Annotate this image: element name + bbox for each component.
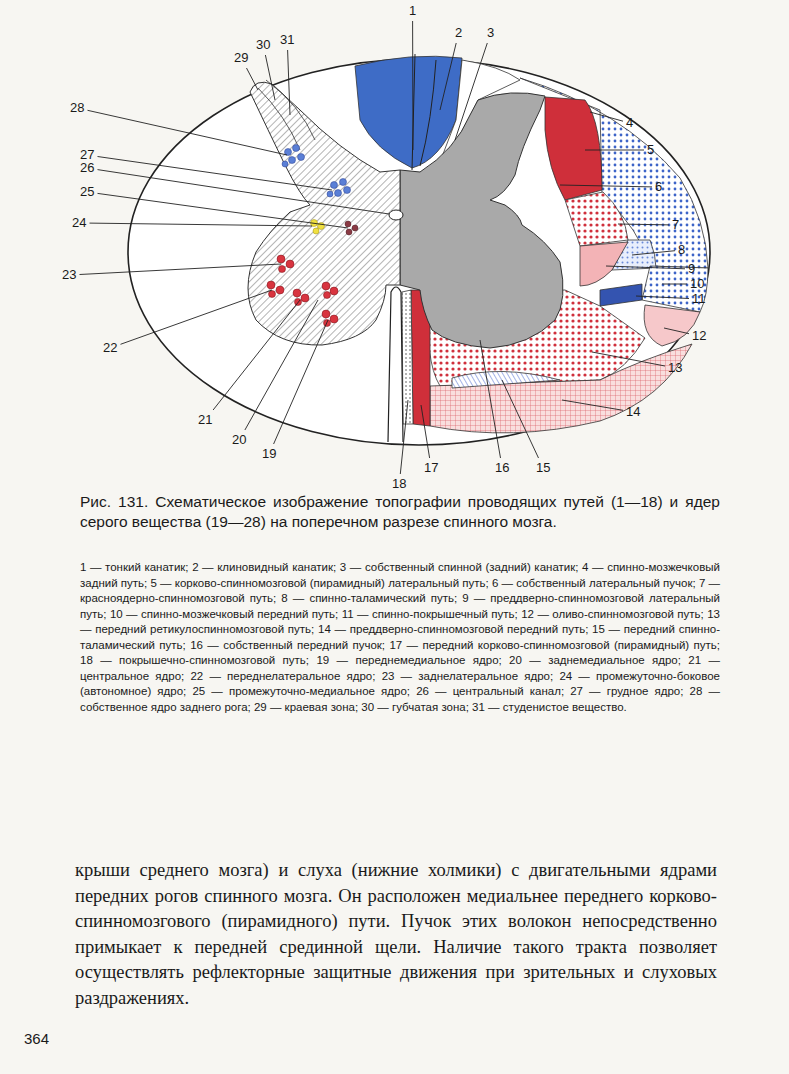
callout-number: 21 bbox=[198, 413, 212, 427]
leader-line bbox=[562, 400, 623, 410]
callout-number: 13 bbox=[668, 361, 682, 375]
key-entry: 11 — спинно-покрышечный путь; bbox=[342, 608, 518, 620]
key-entry: 14 — преддверно-спинномозговой передний … bbox=[318, 623, 588, 635]
key-entry: 23 — заднелатеральное ядро; bbox=[382, 670, 554, 682]
callout-number: 3 bbox=[487, 26, 494, 40]
key-entry: 20 — заднемедиальное ядро; bbox=[509, 654, 681, 666]
leader-line bbox=[636, 296, 689, 299]
leader-line bbox=[98, 157, 333, 191]
leader-line bbox=[412, 21, 413, 150]
key-entry: 17 — передний корково-спинномозговой (пи… bbox=[389, 639, 720, 651]
leader-line bbox=[560, 185, 652, 187]
callout-number: 2 bbox=[455, 26, 462, 40]
leader-line bbox=[664, 328, 689, 334]
callout-number: 10 bbox=[690, 277, 704, 291]
leader-line bbox=[502, 380, 539, 458]
leader-line bbox=[213, 300, 300, 410]
leader-line bbox=[592, 352, 665, 366]
leader-line bbox=[455, 43, 487, 140]
leader-line bbox=[632, 251, 675, 255]
callout-number: 26 bbox=[80, 161, 94, 175]
key-entry: 19 — переднемедиальное ядро; bbox=[316, 654, 501, 666]
leader-line bbox=[606, 266, 685, 269]
body-text: крыши среднего мозга) и слуха (нижние хо… bbox=[75, 858, 717, 1011]
callout-number: 20 bbox=[232, 433, 246, 447]
leader-line bbox=[121, 290, 273, 344]
callout-number: 5 bbox=[647, 143, 654, 157]
callout-number: 31 bbox=[280, 33, 294, 47]
leader-line bbox=[288, 50, 290, 115]
key-entry: 2 — клиновидный канатик; bbox=[192, 561, 336, 573]
key-entry: 8 — спинно-таламический путь; bbox=[281, 592, 457, 604]
callout-number: 9 bbox=[688, 262, 695, 276]
leader-line bbox=[88, 110, 288, 155]
leader-line bbox=[618, 224, 669, 226]
key-entry: 27 — грудное ядро; bbox=[570, 685, 683, 697]
callout-number: 29 bbox=[234, 51, 248, 65]
page-number: 364 bbox=[24, 1030, 49, 1047]
key-entry: 16 — собственный передний пучок; bbox=[190, 639, 385, 651]
callout-number: 6 bbox=[655, 180, 662, 194]
leader-line bbox=[585, 150, 644, 151]
callout-number: 1 bbox=[409, 4, 416, 18]
callout-number: 12 bbox=[692, 329, 706, 343]
leader-line bbox=[274, 320, 328, 444]
key-entry: 18 — покрышечно-спинномозговой путь; bbox=[80, 654, 309, 666]
leader-line bbox=[98, 193, 349, 228]
key-entry: 5 — корково-спинномозговой (пирамидный) … bbox=[150, 577, 488, 589]
leader-line bbox=[421, 405, 430, 458]
callout-number: 19 bbox=[262, 447, 276, 461]
figure-key: 1 — тонкий канатик; 2 — клиновидный кана… bbox=[80, 560, 720, 715]
leader-line bbox=[247, 68, 259, 90]
leader-line bbox=[98, 170, 390, 214]
leader-line bbox=[90, 223, 313, 226]
leader-line bbox=[440, 43, 456, 110]
key-entry: 30 — губчатая зона; bbox=[361, 701, 469, 713]
callout-number: 30 bbox=[256, 38, 270, 52]
callout-number: 27 bbox=[80, 148, 94, 162]
leader-line bbox=[80, 264, 282, 275]
callout-number: 23 bbox=[62, 268, 76, 282]
callout-number: 11 bbox=[692, 292, 706, 306]
leader-line bbox=[400, 400, 408, 474]
callout-number: 28 bbox=[70, 101, 84, 115]
key-entry: 25 — промежуточно-медиальное ядро; bbox=[192, 685, 410, 697]
leader-line bbox=[245, 300, 318, 430]
leader-line bbox=[480, 340, 501, 458]
key-entry: 1 — тонкий канатик; bbox=[80, 561, 189, 573]
callout-number: 22 bbox=[103, 341, 117, 355]
key-entry: 3 — собственный спинной (задний) канатик… bbox=[340, 561, 579, 573]
callout-number: 18 bbox=[392, 477, 406, 491]
leader-line bbox=[265, 55, 275, 100]
callout-number: 14 bbox=[626, 405, 640, 419]
figure-caption: Рис. 131. Схематическое изображение топо… bbox=[80, 492, 720, 531]
key-entry: 22 — переднелатеральное ядро; bbox=[190, 670, 375, 682]
callout-number: 15 bbox=[536, 461, 550, 475]
leader-line bbox=[590, 112, 623, 121]
callout-number: 8 bbox=[678, 243, 685, 257]
callout-number: 24 bbox=[72, 216, 86, 230]
key-entry: 31 — студенистое вещество. bbox=[472, 701, 627, 713]
key-entry: 12 — оливо-спинномозговой путь; bbox=[521, 608, 704, 620]
callout-number: 4 bbox=[626, 116, 633, 130]
key-entry: 6 — собственный латеральный пучок; bbox=[492, 577, 696, 589]
key-entry: 10 — спинно-мозжечковый передний путь; bbox=[110, 608, 338, 620]
callout-number: 16 bbox=[495, 461, 509, 475]
callout-number: 17 bbox=[424, 461, 438, 475]
leader-line bbox=[662, 284, 687, 285]
key-entry: 26 — центральный канал; bbox=[416, 685, 564, 697]
callout-number: 25 bbox=[80, 185, 94, 199]
callout-number: 7 bbox=[672, 218, 679, 232]
key-entry: 29 — краевая зона; bbox=[254, 701, 358, 713]
